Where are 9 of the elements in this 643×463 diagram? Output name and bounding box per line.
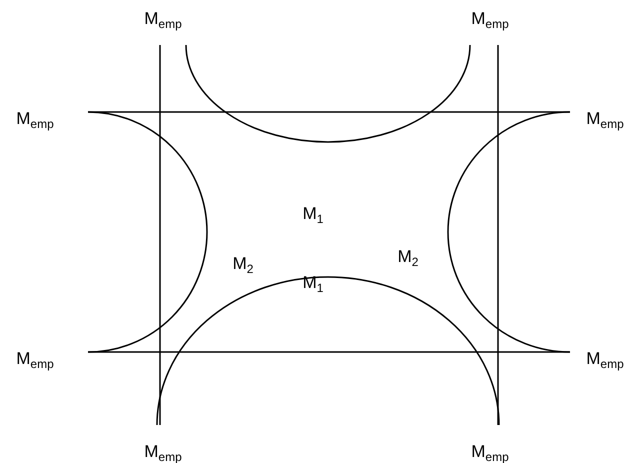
symbol-label: M$_{emp}$ (16, 110, 54, 130)
symbol-label: M$_{emp}$ (16, 350, 54, 370)
symbol-label: M$_{emp}$ (144, 10, 182, 30)
symbol-label: M$_{emp}$ (586, 110, 624, 130)
symbol-label: M$_{2}$ (232, 254, 254, 276)
symbol-label: M$_{emp}$ (471, 10, 509, 30)
symbol-label: M$_{emp}$ (586, 350, 624, 370)
symbol-label: M$_{1}$ (302, 204, 324, 226)
symbol-label: M$_{2}$ (398, 248, 418, 268)
